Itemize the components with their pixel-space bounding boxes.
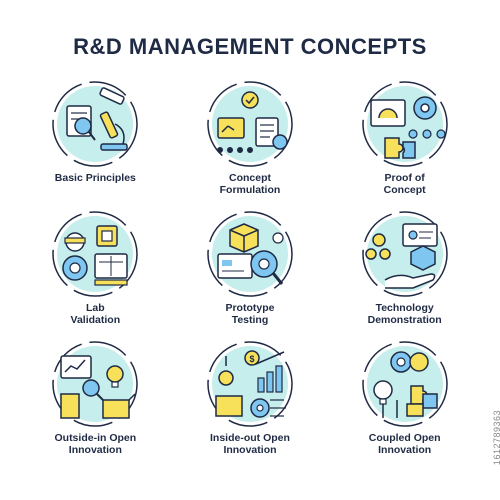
concept-label: Outside-in Open Innovation xyxy=(54,432,137,456)
concept-outside-in-open-innovation: Outside-in Open Innovation xyxy=(18,338,173,468)
engineer-chip-icon xyxy=(52,211,139,297)
concept-lab-validation: Lab Validation xyxy=(18,208,173,338)
box-bulb-inward-icon xyxy=(52,341,139,427)
concept-proof-of-concept: Proof of Concept xyxy=(327,78,482,208)
concept-label: Inside-out Open Innovation xyxy=(210,432,290,456)
concept-grid: Basic Principles Concept Formulation xyxy=(18,78,482,468)
concept-label: Coupled Open Innovation xyxy=(368,432,441,456)
svg-text:$: $ xyxy=(249,354,254,364)
gear-puzzle-bulb-icon xyxy=(361,341,448,427)
cube-magnifier-icon xyxy=(207,211,293,297)
microscope-document-icon xyxy=(52,81,139,167)
concept-technology-demonstration: Technology Demonstration xyxy=(327,208,482,338)
concept-prototype-testing: Prototype Testing xyxy=(173,208,328,338)
page-title: R&D MANAGEMENT CONCEPTS xyxy=(73,34,427,59)
dashboard-puzzle-icon xyxy=(361,81,448,167)
concept-label: Lab Validation xyxy=(70,302,121,326)
concept-inside-out-open-innovation: $ Inside-out Open Innovation xyxy=(173,338,328,468)
concept-concept-formulation: Concept Formulation xyxy=(173,78,328,208)
team-idea-icon xyxy=(207,81,293,167)
concept-basic-principles: Basic Principles xyxy=(18,78,173,208)
concept-label: Basic Principles xyxy=(54,172,136,184)
concept-label: Prototype Testing xyxy=(225,302,275,326)
concept-label: Concept Formulation xyxy=(219,172,281,196)
concept-coupled-open-innovation: Coupled Open Innovation xyxy=(327,338,482,468)
concept-label: Technology Demonstration xyxy=(367,302,442,326)
presentation-hand-icon xyxy=(361,211,448,297)
stock-watermark-id: 1612789363 xyxy=(492,410,500,466)
bulb-box-outward-icon: $ xyxy=(207,341,293,427)
concept-label: Proof of Concept xyxy=(383,172,426,196)
